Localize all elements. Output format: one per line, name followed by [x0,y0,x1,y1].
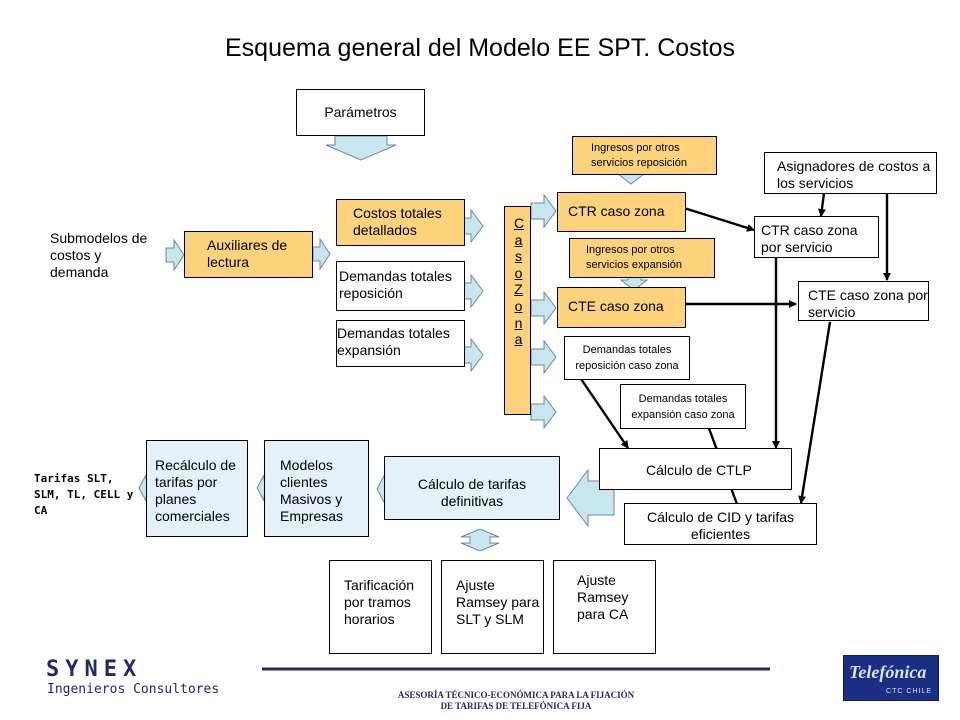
cte-caso-zona-label: CTE caso zona [568,298,664,314]
telefonica-wordmark: Telefónica [849,662,927,682]
ramsey-ca-box: Ajuste Ramsey para CA [553,560,656,654]
calculo-cid-box: Cálculo de CID y tarifas eficientes [624,503,817,545]
synex-wordmark: SYNEX [46,657,143,682]
double-vertical-arrow [460,528,500,552]
caso-zona-label: Caso Zona [514,215,525,348]
cte-servicio-to-cid-line [798,321,832,504]
cte-por-servicio-box: CTE caso zona por servicio [798,281,929,321]
asig-to-ctr-servicio-line [817,192,826,217]
calculo-ctlp-box: Cálculo de CTLP [599,448,792,490]
auxiliares-label: Auxiliares de lectura [207,237,288,270]
telefonica-logo: Telefónica CTC CHILE [843,655,939,701]
recalculo-label: Recálculo de tarifas por planes comercia… [155,457,236,524]
footer-line-1: ASESORÍA TÉCNICO-ECONÓMICA PARA LA FIJAC… [397,690,635,700]
cz-arrow-1 [530,193,557,229]
calculo-cid-label: Cálculo de CID y tarifas eficientes [646,509,795,542]
submodelos-right-arrow [165,238,185,272]
page-title: Esquema general del Modelo EE SPT. Costo… [225,34,735,62]
modelos-clientes-box: Modelos clientes Masivos y Empresas [264,440,369,537]
synex-logo: SYNEX Ingenieros Consultores [46,657,219,699]
ctc-chile-text: CTC CHILE [886,688,932,695]
footer-line-2: DE TARIFAS DE TELEFÓNICA FIJA [440,701,592,711]
parametros-box: Parámetros [296,89,425,136]
costos-totales-label: Costos totales detallados [353,205,442,238]
costos-totales-box: Costos totales detallados [336,199,465,246]
demandas-expansion-label: Demandas totales expansión [337,325,450,358]
ingresos-reposicion-label: Ingresos por otros servicios reposición [591,142,687,169]
dem-exp-caso-zona-box: Demandas totales expansión caso zona [620,384,746,429]
ctr-por-servicio-box: CTR caso zona por servicio [754,216,879,258]
cte-caso-zona-box: CTE caso zona [557,287,686,328]
ctr-por-servicio-label: CTR caso zona por servicio [761,222,858,255]
ingresos-expansion-label: Ingresos por otros servicios expansión [586,244,682,271]
dem-rep-to-ctlp-line [578,375,629,449]
tarifas-slt-label: Tarifas SLT, SLM, TL, CELL y CA [34,472,134,517]
ctr-caso-zona-label: CTR caso zona [568,203,665,219]
parametros-label: Parámetros [324,104,397,120]
demandas-expansion-box: Demandas totales expansión [336,320,465,367]
modelos-clientes-label: Modelos clientes Masivos y Empresas [280,457,344,524]
dem-exp-caso-zona-label: Demandas totales expansión caso zona [631,393,735,421]
cz-arrow-3 [530,339,557,375]
ingresos-expansion-box: Ingresos por otros servicios expansión [569,238,715,278]
auxiliares-right-arrow [312,237,331,271]
demandas-reposicion-box: Demandas totales reposición [336,261,465,311]
ramsey-slt-box: Ajuste Ramsey para SLT y SLM [441,560,544,654]
recalculo-box: Recálculo de tarifas por planes comercia… [146,440,248,537]
synex-subtitle: Ingenieros Consultores [47,682,220,697]
ctr-to-ctr-servicio-line [683,206,755,232]
parametros-down-arrow [325,135,397,161]
auxiliares-box: Auxiliares de lectura [184,231,313,278]
tarificacion-box: Tarificación por tramos horarios [329,560,432,654]
caso-zona-box: Caso Zona [504,206,531,415]
submodelos-label: Submodelos de costos y demanda [50,230,148,280]
ctr-caso-zona-box: CTR caso zona [557,192,686,232]
demandas-reposicion-label: Demandas totales reposición [339,268,452,301]
ramsey-ca-label: Ajuste Ramsey para CA [577,572,629,622]
calculo-tarifas-label: Cálculo de tarifas definitivas [417,476,527,509]
ingresos-reposicion-box: Ingresos por otros servicios reposición [572,136,717,175]
asignadores-box: Asignadores de costos a los servicios [764,152,937,194]
calculo-tarifas-box: Cálculo de tarifas definitivas [384,456,560,520]
cte-por-servicio-label: CTE caso zona por servicio [808,287,928,320]
asignadores-label: Asignadores de costos a los servicios [777,158,931,191]
cz-arrow-4 [530,394,557,430]
calculo-ctlp-label: Cálculo de CTLP [646,462,752,478]
cz-arrow-2 [530,290,557,326]
dem-rep-caso-zona-box: Demandas totales reposición caso zona [564,336,690,380]
tarificacion-label: Tarificación por tramos horarios [344,577,415,627]
dem-rep-caso-zona-label: Demandas totales reposición caso zona [575,344,679,372]
ramsey-slt-label: Ajuste Ramsey para SLT y SLM [456,577,540,627]
